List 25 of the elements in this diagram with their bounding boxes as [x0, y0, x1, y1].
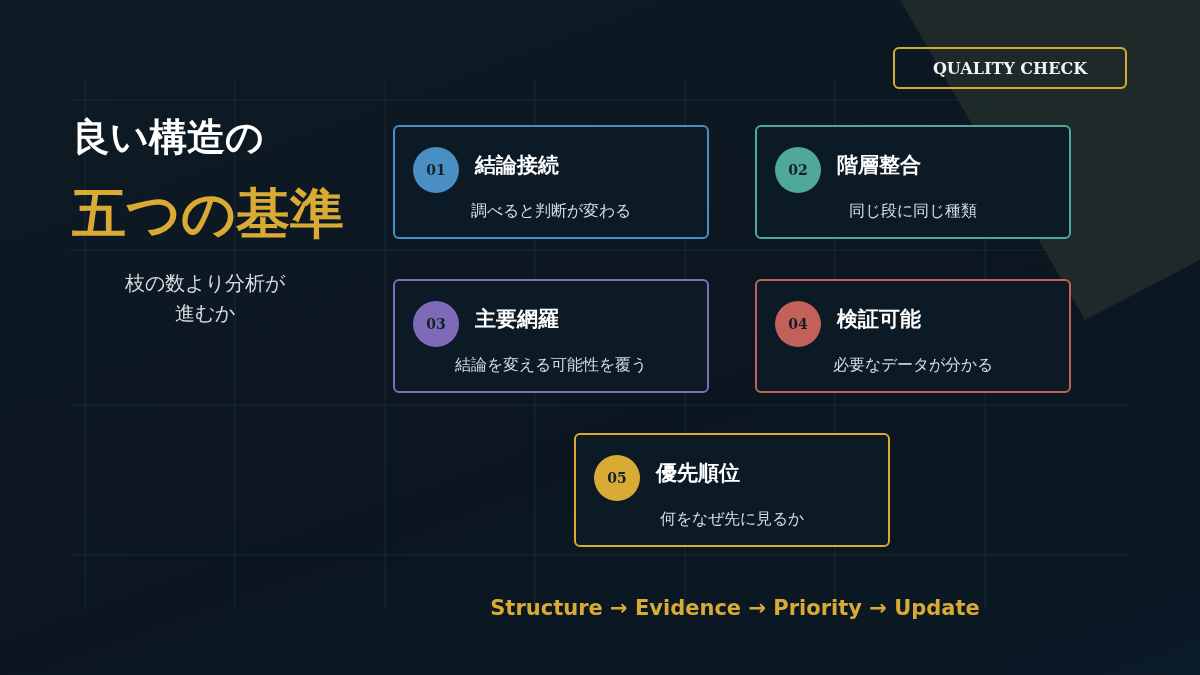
- criterion-description: 同じ段に同じ種類: [848, 201, 978, 222]
- number-badge: 03: [413, 301, 459, 347]
- criterion-card: [574, 433, 890, 547]
- criterion-description: 必要なデータが分かる: [832, 355, 994, 376]
- criterion-title: 優先順位: [656, 460, 740, 487]
- criterion-title: 検証可能: [837, 306, 921, 333]
- heading-highlight: 五つの基準: [72, 181, 344, 247]
- criterion-description: 調べると判断が変わる: [470, 201, 632, 222]
- subheading: 枝の数より分析が進むか: [124, 270, 286, 327]
- criterion-card: [393, 279, 709, 393]
- criterion-description: 結論を変える可能性を覆う: [454, 355, 648, 376]
- criterion-card: [393, 125, 709, 239]
- number-badge: 05: [594, 455, 640, 501]
- criterion-title: 階層整合: [837, 152, 921, 179]
- quality-check-tag: QUALITY CHECK: [893, 47, 1127, 89]
- number-badge: 01: [413, 147, 459, 193]
- criterion-card: [755, 125, 1071, 239]
- number-badge: 04: [775, 301, 821, 347]
- heading: 良い構造の: [72, 114, 264, 161]
- number-badge: 02: [775, 147, 821, 193]
- flow-caption: Structure → Evidence → Priority → Update: [489, 596, 981, 620]
- criterion-description: 何をなぜ先に見るか: [659, 509, 805, 530]
- criterion-card: [755, 279, 1071, 393]
- criterion-title: 結論接続: [475, 152, 559, 179]
- criterion-title: 主要網羅: [475, 306, 559, 333]
